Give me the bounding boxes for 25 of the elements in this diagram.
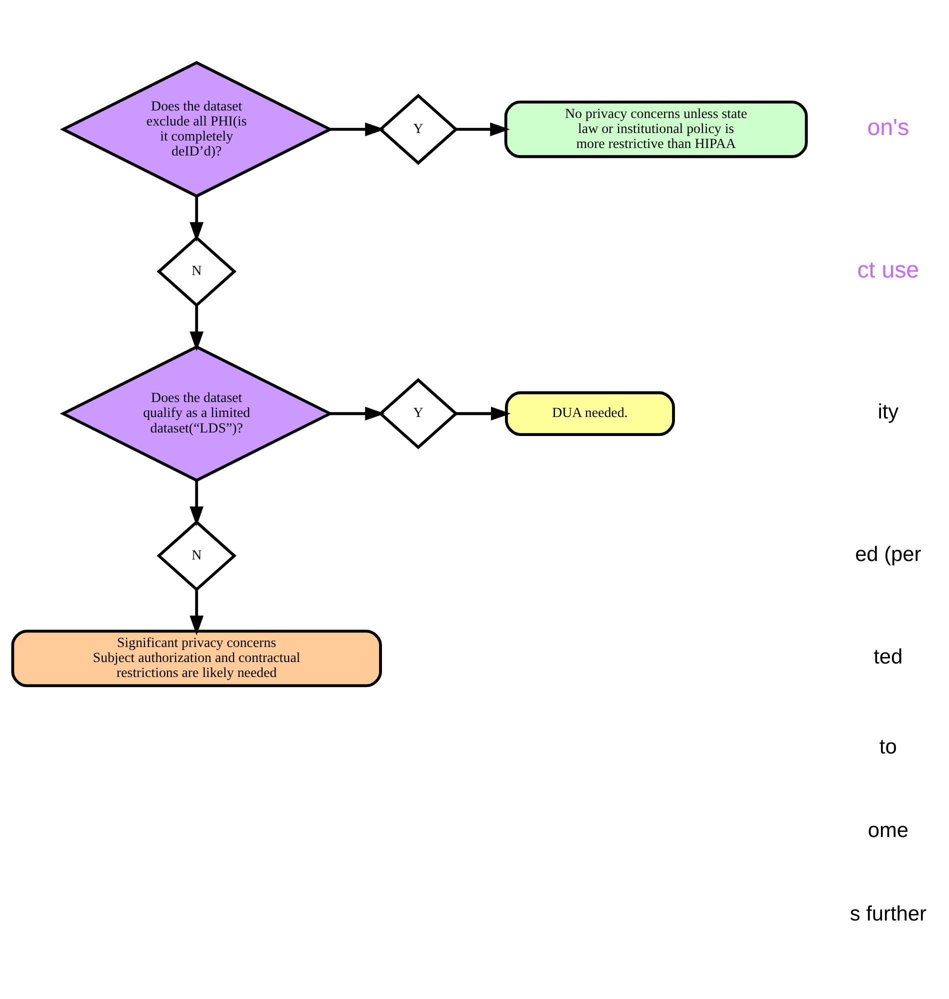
node-box: DUA needed. (504, 391, 675, 436)
arrow (190, 196, 204, 242)
node-box: No privacy concerns unless state law or institutional policy is more restrictive than HIPAA (504, 100, 808, 158)
label: ed (per (855, 542, 922, 566)
node-diamond: Y (378, 94, 458, 165)
label: ct use (857, 256, 920, 282)
arrow (456, 406, 511, 421)
label: ity (878, 400, 899, 424)
node-diamond: Does the dataset qualify as a limited dataset(“LDS”)? (60, 345, 334, 482)
node-box: Significant privacy concerns Subject authorization and contractual restrictions are likely needed (11, 630, 382, 688)
label: to (879, 735, 897, 758)
arrow (190, 590, 204, 636)
arrow (456, 122, 510, 136)
label: s further (850, 902, 926, 926)
arrow (330, 122, 385, 136)
arrow (190, 480, 204, 526)
label: ted (874, 646, 903, 669)
node-diamond: Y (378, 378, 458, 450)
node-diamond: N (156, 236, 236, 308)
label: ome (868, 819, 908, 842)
label: on's (867, 114, 910, 140)
arrow (330, 406, 385, 421)
node-diamond: Does the dataset exclude all PHI(is it completely deID’d)? (60, 61, 334, 198)
node-diamond: N (156, 520, 236, 592)
arrow (190, 305, 204, 352)
